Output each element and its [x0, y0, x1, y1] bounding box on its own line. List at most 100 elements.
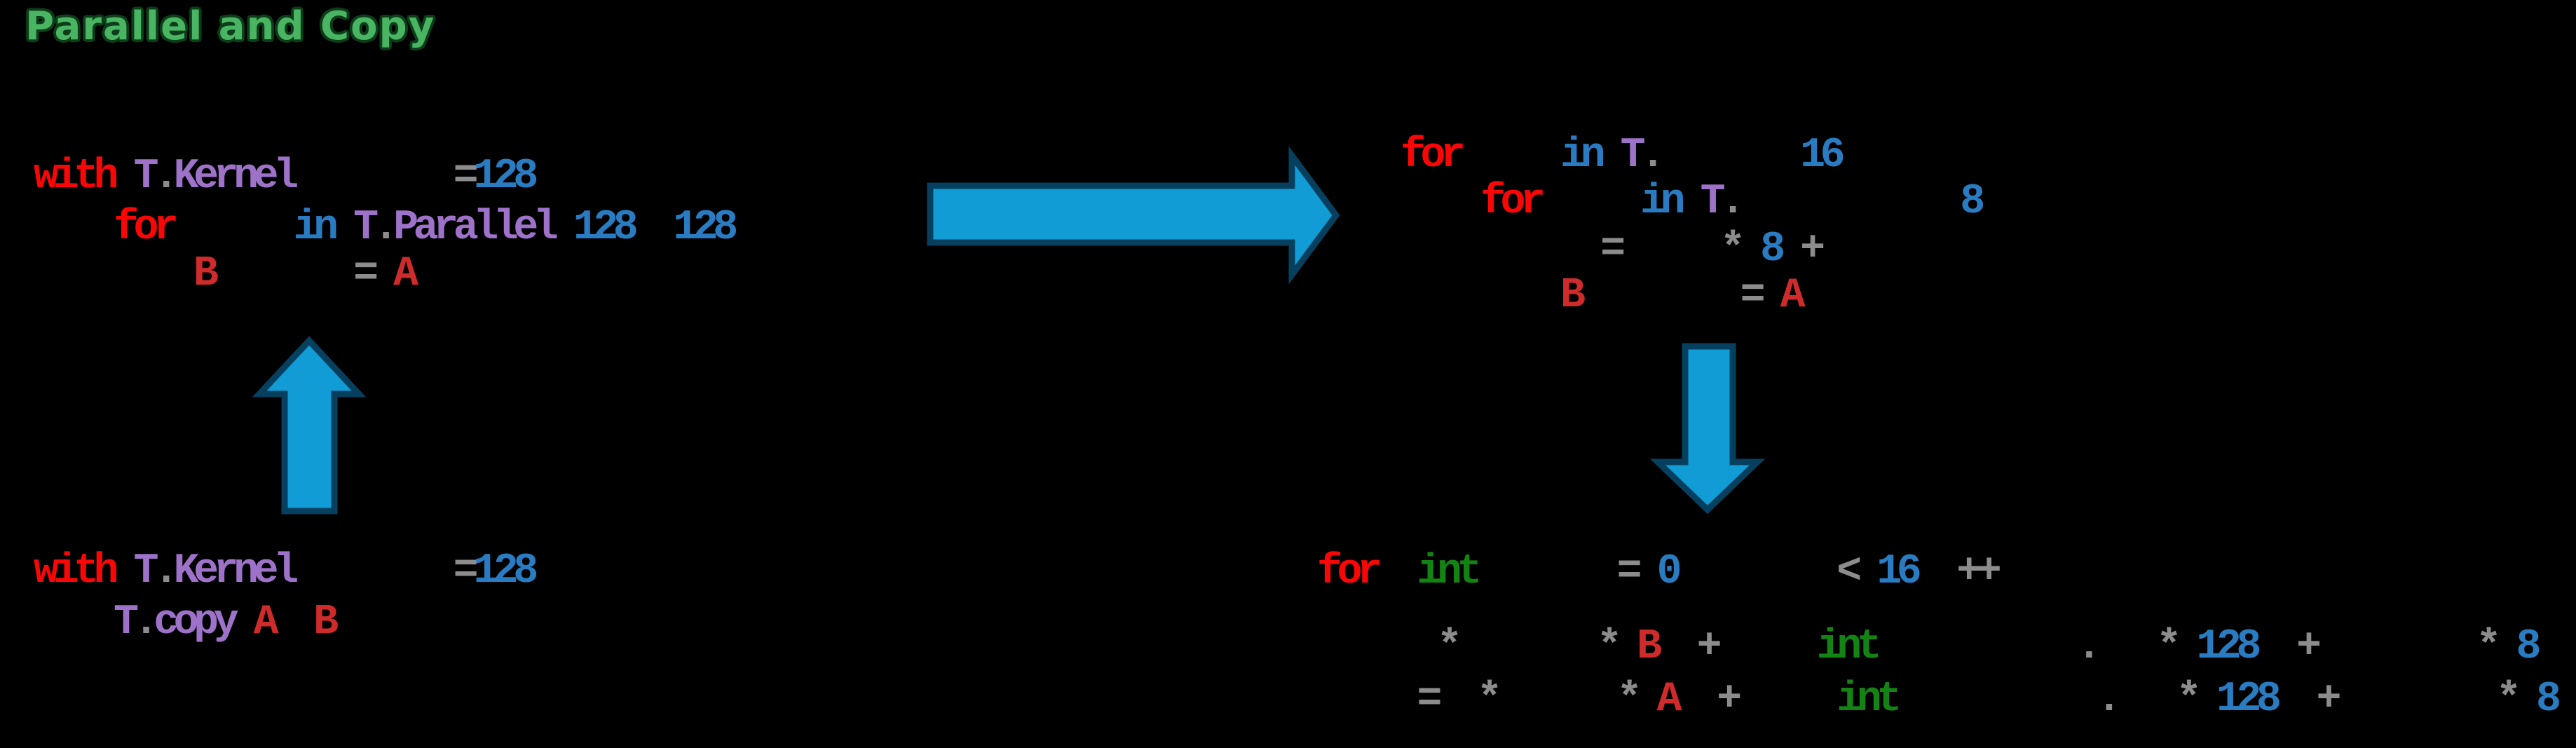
code-token: int	[1417, 548, 1483, 596]
code-token: in	[1640, 178, 1686, 226]
code-token: =	[1600, 226, 1626, 273]
code-token	[1740, 178, 1961, 226]
code-token: .	[1720, 178, 1745, 226]
code-token: int	[1836, 676, 1902, 723]
code-token	[1621, 226, 1721, 273]
arrow-right-icon	[927, 146, 1340, 285]
code-token: *	[1720, 226, 1745, 273]
code-token	[1760, 272, 1780, 320]
code-token	[1317, 623, 1437, 671]
code-token: 128	[2216, 676, 2282, 723]
code-token: +	[2316, 676, 2341, 723]
code-token: =	[453, 548, 479, 595]
code-token	[2256, 623, 2296, 671]
code-token: 128	[673, 204, 738, 252]
code-token	[1677, 676, 1717, 723]
code-token	[174, 204, 294, 252]
code-token	[553, 204, 573, 252]
code-token: 8	[2516, 623, 2542, 671]
code-token	[1401, 272, 1560, 320]
code-token: T	[133, 548, 159, 595]
code-token: =	[453, 153, 479, 200]
code-token	[114, 153, 134, 200]
code-token: for	[114, 204, 179, 252]
code-token	[1581, 272, 1740, 320]
code-token	[233, 599, 254, 646]
code-token	[34, 204, 114, 252]
code-token: B	[193, 250, 219, 298]
code-token	[114, 548, 134, 595]
tir-loop-nest-block-line: for in T. 8	[1401, 178, 1985, 226]
code-token	[1617, 623, 1637, 671]
code-token: =	[353, 250, 379, 298]
code-token: .	[373, 204, 399, 252]
cuda-codegen-block-line: for int = 0 < 16 ++	[1317, 548, 2002, 596]
code-token: for	[1317, 548, 1382, 596]
code-token: T	[133, 153, 159, 200]
code-token: +	[2296, 623, 2322, 671]
code-token: in	[293, 204, 339, 252]
code-token	[2116, 676, 2176, 723]
code-token	[273, 599, 313, 646]
tilelang-parallel-block-line: B = A	[34, 250, 418, 298]
tir-loop-nest-block-line: = * 8 +	[1401, 226, 1825, 273]
code-token	[1680, 178, 1701, 226]
code-token	[1477, 548, 1617, 596]
code-token: <	[1836, 548, 1862, 596]
code-token: .	[2076, 623, 2101, 671]
code-token	[1876, 623, 2076, 671]
code-token	[2496, 623, 2516, 671]
page-title: Parallel and Copy	[25, 4, 436, 49]
code-token	[2196, 676, 2216, 723]
code-token: for	[1480, 178, 1546, 226]
code-token: A	[393, 250, 418, 298]
code-token	[1317, 676, 1417, 723]
code-token	[1780, 226, 1801, 273]
code-token: .	[133, 599, 159, 646]
code-token	[1740, 226, 1761, 273]
code-token	[1637, 548, 1657, 596]
code-token: for	[1401, 132, 1466, 179]
tilelang-copy-block-line: with T.Kernel =128	[34, 548, 538, 595]
tir-loop-nest-block-line: for in T. 16	[1401, 132, 1846, 179]
code-token: 8	[1960, 178, 1985, 226]
code-token	[2316, 623, 2476, 671]
code-token: 8	[2536, 676, 2561, 723]
code-token: *	[2476, 623, 2502, 671]
code-token: int	[1816, 623, 1882, 671]
code-token: A	[1780, 272, 1806, 320]
code-token: 128	[573, 204, 639, 252]
code-token: A	[253, 599, 279, 646]
code-token: with	[34, 153, 119, 200]
code-token	[1717, 623, 1817, 671]
code-token: 16	[1800, 132, 1846, 179]
tir-loop-nest-block-line: B = A	[1401, 272, 1806, 320]
tilelang-copy-block-line: T.copy A B	[34, 599, 339, 646]
cuda-codegen-block-line: = * * A + int . * 128 + * 8	[1317, 676, 2561, 723]
code-token: *	[1597, 623, 1622, 671]
code-token: =	[1616, 548, 1642, 596]
code-token: +	[1800, 226, 1825, 273]
tilelang-parallel-block-line: with T.Kernel =128	[34, 153, 538, 200]
code-token: *	[2176, 676, 2202, 723]
code-token	[1401, 178, 1480, 226]
code-token: 0	[1656, 548, 1682, 596]
code-token: T	[114, 599, 139, 646]
code-token: A	[1656, 676, 1682, 723]
code-token: *	[1477, 676, 1502, 723]
code-token	[1677, 548, 1836, 596]
code-token: =	[1417, 676, 1443, 723]
code-token: =	[1740, 272, 1766, 320]
code-token	[1497, 676, 1617, 723]
code-token: ++	[1956, 548, 2002, 596]
code-token: *	[1616, 676, 1642, 723]
code-token: .	[1640, 132, 1665, 179]
code-token	[1657, 623, 1697, 671]
code-token	[294, 548, 454, 595]
code-token: Kernel	[173, 153, 299, 200]
code-token	[2276, 676, 2316, 723]
code-token	[1541, 178, 1641, 226]
code-token	[334, 204, 354, 252]
code-token	[214, 250, 354, 298]
